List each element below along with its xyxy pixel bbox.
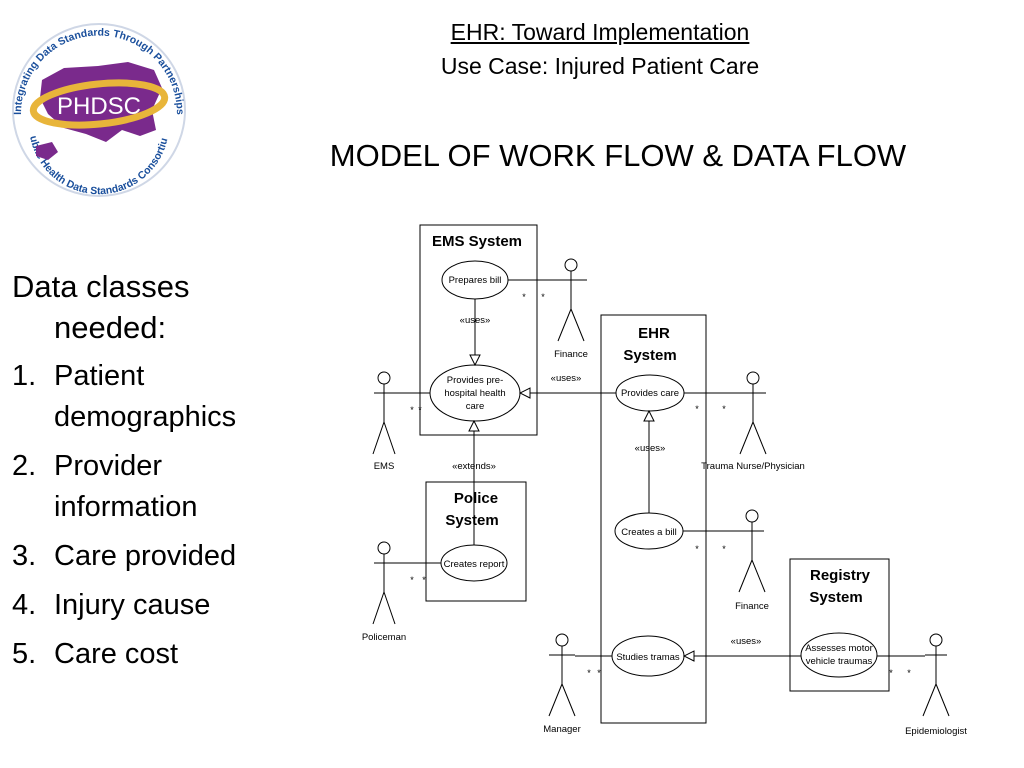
actor-label-trauma: Trauma Nurse/Physician [701,461,805,472]
data-classes-list: 1. Patient demographics 2. Provider inform… [12,356,302,675]
registry-system-box [789,558,890,692]
police-system-box [425,481,527,602]
multiplicity-marker: * [422,575,426,585]
header-line-2: Use Case: Injured Patient Care [440,53,760,79]
use-case-label: Creates a bill [621,527,676,538]
uses-label: «uses» [551,373,582,384]
multiplicity-marker: * [907,668,911,678]
actor-body [738,522,766,593]
actor-head [929,633,943,647]
actor-finance-top [555,258,587,342]
actor-label-epidemiologist: Epidemiologist [905,726,967,737]
multiplicity-marker: * [541,292,545,302]
use-case-label: Prepares bill [449,275,502,286]
logo-gold-swoosh [29,79,169,129]
police-system-title-line1: Police [454,490,498,507]
data-classes-panel: Data classes needed: 1. Patient demograph… [12,266,302,683]
actor-head [377,541,391,555]
actor-head [745,509,759,523]
use-case-label: Assesses motor [805,643,873,654]
actor-head [377,371,391,385]
use-case-label: Provides pre- [447,375,504,386]
multiplicity-marker: * [695,404,699,414]
list-number: 3. [12,540,37,572]
ehr-system-title-line2: System [623,347,676,364]
multiplicity-marker: * [597,668,601,678]
logo-map-alaska [36,142,58,160]
list-item: 1. Patient demographics [12,356,302,438]
multiplicity-marker: * [522,292,526,302]
registry-system-title-line1: Registry [810,567,871,584]
use-case-label: vehicle traumas [806,656,873,667]
use-case-label: Studies tramas [616,652,680,663]
actor-body [548,646,576,717]
actor-body [739,384,767,455]
actor-label-ems: EMS [374,461,395,472]
use-case-label: care [466,401,484,412]
actor-body [922,646,950,717]
list-item: 4. Injury cause [12,585,302,626]
use-case-diagram: EMS System EHR System Police System Regi… [362,224,967,737]
multiplicity-marker: * [889,668,893,678]
actor-label-finance-mid: Finance [735,601,769,612]
actor-head [564,258,578,272]
logo-acronym: PHDSC [57,93,141,120]
extends-label: «extends» [452,461,496,472]
uses-label: «uses» [635,443,666,454]
actor-body [555,271,587,342]
header-line-1: EHR: Toward Implementation [450,19,750,45]
list-number: 1. [12,360,37,392]
use-case-label: hospital health [444,388,505,399]
phdsc-logo: Integrating Data Standards Through Partn… [6,18,186,197]
list-number: 5. [12,638,37,670]
list-item: 5. Care cost [12,634,302,675]
multiplicity-marker: * [695,544,699,554]
multiplicity-marker: * [410,405,414,415]
list-item: 2. Provider information [12,446,302,528]
actor-head [746,371,760,385]
list-label: Provider information [54,450,198,523]
page-title: MODEL OF WORK FLOW & DATA FLOW [329,138,907,173]
multiplicity-marker: * [418,405,422,415]
ems-system-title: EMS System [432,233,522,250]
list-label: Patient demographics [54,360,237,433]
police-system-title-line2: System [445,512,498,529]
actor-head [555,633,569,647]
uses-label: «uses» [731,636,762,647]
registry-system-title-line2: System [809,589,862,606]
uses-label: «uses» [460,315,491,326]
multiplicity-marker: * [722,544,726,554]
data-classes-heading: Data classes needed: [12,269,190,345]
multiplicity-marker: * [587,668,591,678]
actor-finance-mid [738,509,766,593]
list-number: 2. [12,450,37,482]
actor-manager [548,633,576,717]
use-case-label: Creates report [444,559,505,570]
list-number: 4. [12,589,37,621]
actor-policeman [372,541,396,625]
actor-trauma-nurse-physician [739,371,767,455]
actor-body [372,554,396,625]
actor-body [372,384,396,455]
list-item: 3. Care provided [12,536,302,577]
ehr-system-title-line1: EHR [638,325,670,342]
multiplicity-marker: * [410,575,414,585]
list-label: Care provided [54,540,237,572]
actor-label-manager: Manager [543,724,581,735]
list-label: Injury cause [54,589,211,621]
ehr-system-box [600,314,707,724]
use-case-assesses-traumas [800,632,878,678]
actor-epidemiologist [922,633,950,717]
actor-label-finance-top: Finance [554,349,588,360]
multiplicity-marker: * [722,404,726,414]
actor-ems [372,371,396,455]
list-label: Care cost [54,638,179,670]
ems-system-box [419,224,538,436]
use-case-label: Provides care [621,388,679,399]
actor-label-policeman: Policeman [362,632,406,643]
